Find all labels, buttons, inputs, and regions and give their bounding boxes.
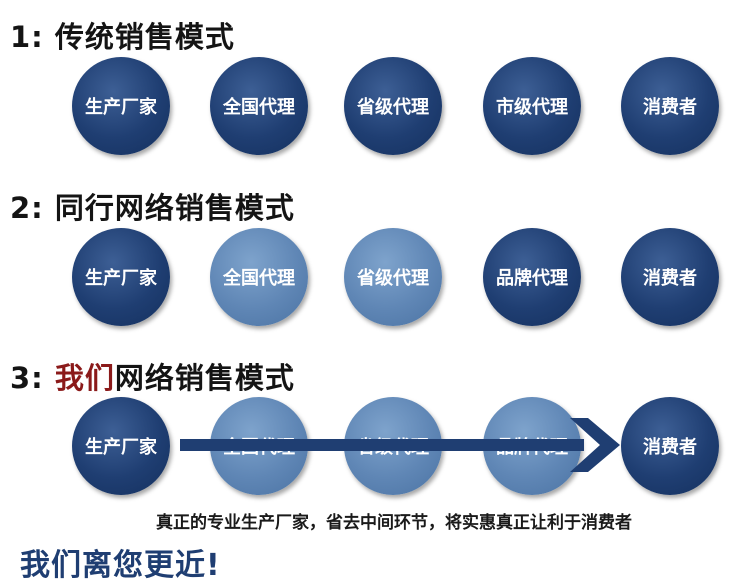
row3-node-provincial-agent: 省级代理 [344, 397, 442, 495]
row2-heading: 2: 同行网络销售模式 [10, 185, 295, 227]
row2-title: 同行网络销售模式 [54, 191, 295, 225]
row3-node-consumer: 消费者 [621, 397, 719, 495]
row2-node-national-agent: 全国代理 [210, 228, 308, 326]
row3-heading: 3: 我们网络销售模式 [10, 355, 295, 397]
row3-node-label-3: 省级代理 [357, 437, 429, 458]
row1-node-label-1: 生产厂家 [85, 97, 157, 118]
row1-heading: 1: 传统销售模式 [10, 14, 235, 56]
row1-node-label-3: 省级代理 [357, 97, 429, 118]
row3-title-rest: 网络销售模式 [114, 361, 295, 395]
row2-node-label-5: 消费者 [643, 268, 697, 289]
row1-node-provincial-agent: 省级代理 [344, 57, 442, 155]
row2-node-provincial-agent: 省级代理 [344, 228, 442, 326]
row3-node-label-5: 消费者 [643, 437, 697, 458]
row2-node-label-2: 全国代理 [223, 268, 295, 289]
row3-node-label-1: 生产厂家 [85, 437, 157, 458]
slogan: 我们离您更近! [20, 548, 221, 583]
direct-sale-note: 真正的专业生产厂家，省去中间环节，将实惠真正让利于消费者 [156, 513, 632, 533]
row3-node-label-4: 品牌代理 [496, 437, 568, 458]
row3-node-label-2: 全国代理 [223, 437, 295, 458]
row3-node-national-agent: 全国代理 [210, 397, 308, 495]
row3-title-highlight: 我们 [54, 361, 115, 395]
row3-node-manufacturer: 生产厂家 [72, 397, 170, 495]
row1-title: 传统销售模式 [54, 20, 235, 54]
row2-node-label-4: 品牌代理 [496, 268, 568, 289]
row1-node-city-agent: 市级代理 [483, 57, 581, 155]
row2-node-brand-agent: 品牌代理 [483, 228, 581, 326]
row3-number: 3: [10, 361, 44, 395]
row1-number: 1: [10, 20, 44, 54]
row1-node-manufacturer: 生产厂家 [72, 57, 170, 155]
row3-node-brand-agent: 品牌代理 [483, 397, 581, 495]
row1-node-consumer: 消费者 [621, 57, 719, 155]
row1-node-label-2: 全国代理 [223, 97, 295, 118]
row1-node-label-4: 市级代理 [496, 97, 568, 118]
row2-node-consumer: 消费者 [621, 228, 719, 326]
row2-node-label-3: 省级代理 [357, 268, 429, 289]
row1-node-national-agent: 全国代理 [210, 57, 308, 155]
row2-node-manufacturer: 生产厂家 [72, 228, 170, 326]
row1-node-label-5: 消费者 [643, 97, 697, 118]
row2-number: 2: [10, 191, 44, 225]
row2-node-label-1: 生产厂家 [85, 268, 157, 289]
